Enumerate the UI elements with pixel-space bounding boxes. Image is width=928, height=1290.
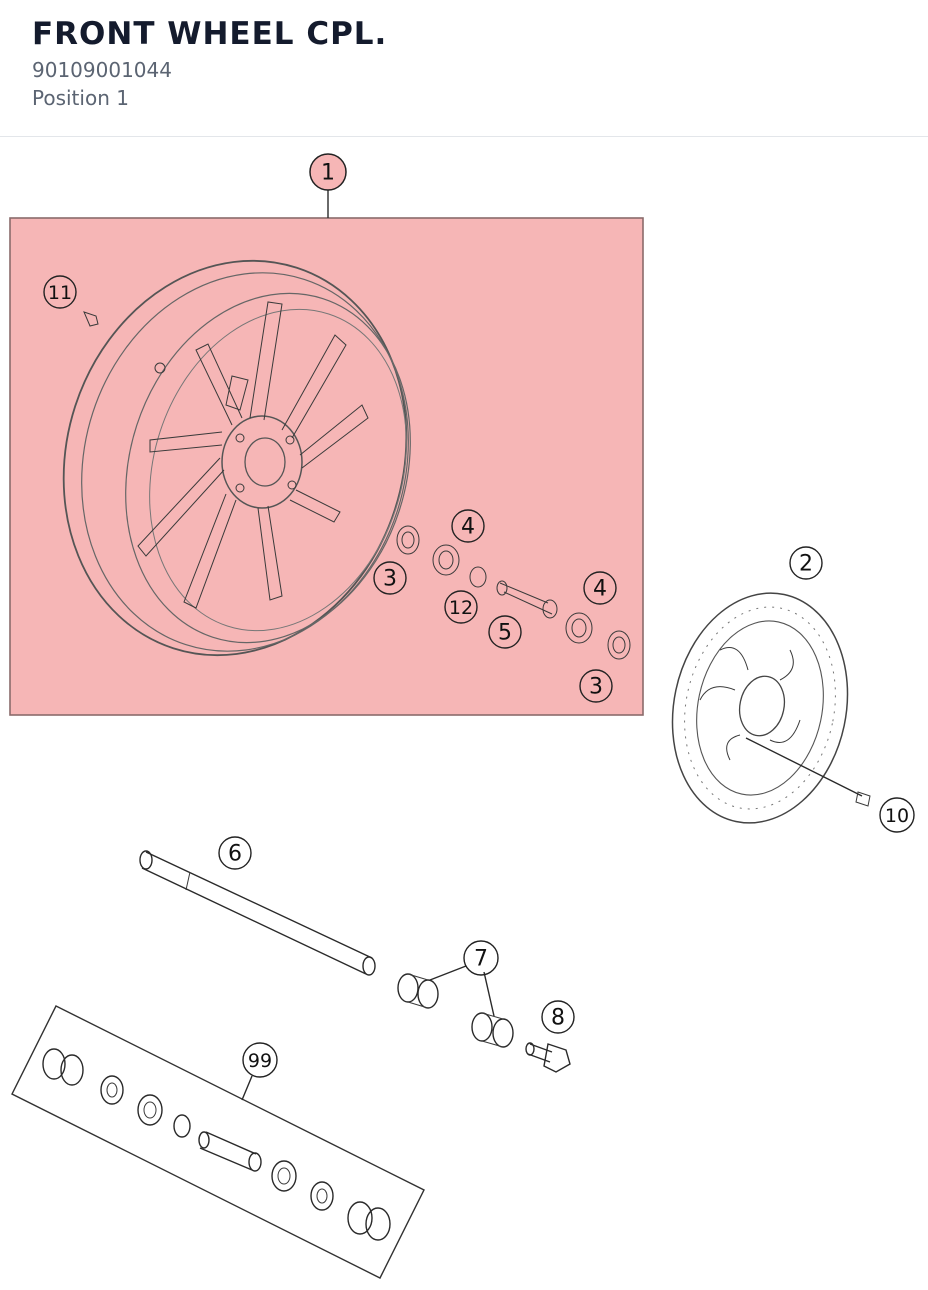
callout-8[interactable]: 8 — [541, 1000, 575, 1034]
callout-2-label: 2 — [799, 552, 813, 577]
callout-11[interactable]: 11 — [43, 275, 99, 327]
highlight-box-item-1[interactable] — [9, 217, 644, 716]
callout-7[interactable]: 7 — [429, 940, 499, 1017]
callout-4b[interactable]: 4 — [583, 571, 617, 605]
callout-5[interactable]: 5 — [488, 615, 522, 649]
callout-4b-label: 4 — [593, 577, 607, 602]
callout-11-label: 11 — [48, 282, 72, 304]
callout-1-label: 1 — [321, 161, 335, 186]
callout-10[interactable]: 10 — [745, 737, 915, 833]
callout-2[interactable]: 2 — [789, 546, 823, 580]
callout-3b[interactable]: 3 — [579, 669, 613, 703]
exploded-parts-diagram: 1 11 — [9, 153, 915, 1279]
callout-3a[interactable]: 3 — [373, 561, 407, 595]
callout-6-label: 6 — [228, 842, 242, 867]
callout-6[interactable]: 6 — [218, 836, 252, 870]
brake-disc-drawing — [671, 592, 849, 824]
position-label: Position 1 — [32, 86, 129, 110]
callout-8-label: 8 — [551, 1006, 565, 1031]
callout-4a[interactable]: 4 — [451, 509, 485, 543]
kit-box-99[interactable] — [11, 1005, 425, 1279]
spacers-drawing — [397, 973, 514, 1048]
wheel-drawing — [62, 259, 411, 657]
page-header: FRONT WHEEL CPL. 90109001044 Position 1 — [0, 0, 928, 137]
callout-99[interactable]: 99 — [242, 1042, 278, 1078]
callout-4a-label: 4 — [461, 515, 475, 540]
axle-drawing — [139, 850, 376, 976]
hub-components — [396, 525, 631, 660]
callout-5-label: 5 — [498, 621, 512, 646]
callout-99-label: 99 — [248, 1050, 272, 1072]
callout-12-label: 12 — [449, 597, 473, 619]
part-number: 90109001044 — [32, 58, 172, 82]
callout-3b-label: 3 — [589, 675, 603, 700]
callout-10-label: 10 — [885, 805, 909, 827]
callout-1[interactable]: 1 — [309, 153, 347, 218]
page-title: FRONT WHEEL CPL. — [32, 16, 388, 52]
callout-3a-label: 3 — [383, 567, 397, 592]
callout-12[interactable]: 12 — [444, 590, 478, 624]
bolt-drawing — [525, 1042, 571, 1073]
callout-7-label: 7 — [474, 947, 488, 972]
